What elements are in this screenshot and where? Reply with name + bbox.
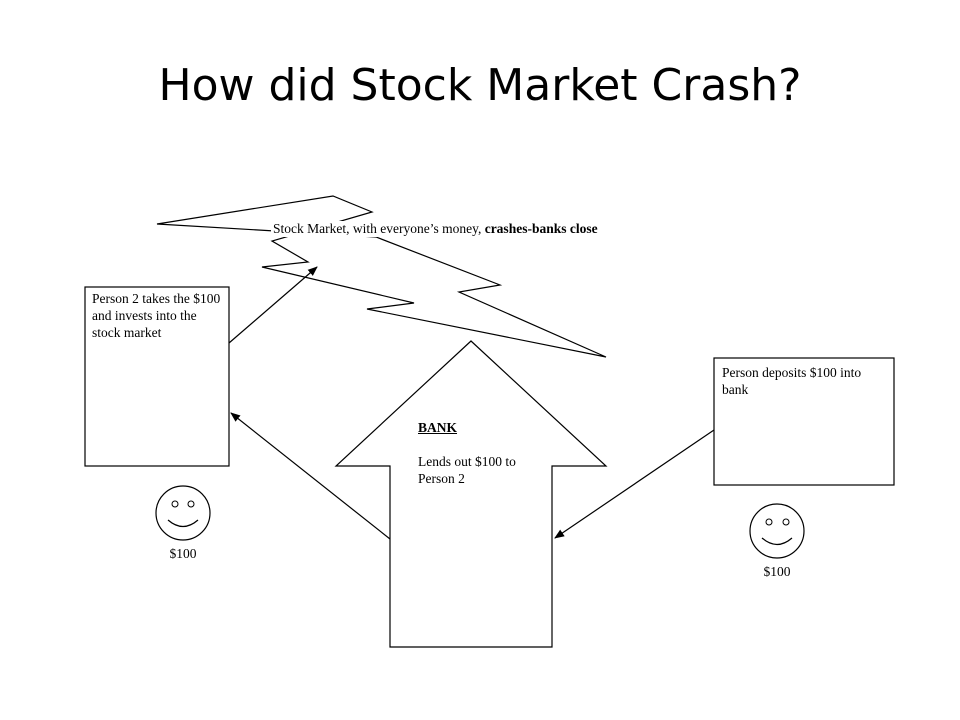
- arrow-person2-to-market: [228, 266, 318, 344]
- person2-box: [84, 286, 230, 467]
- stock-market-prefix: Stock Market, with everyone’s money,: [273, 221, 482, 236]
- stock-market-emphasis: crashes-banks close: [484, 221, 598, 236]
- smiley-face-left-icon: [155, 485, 211, 541]
- person1-description: Person deposits $100 into bank: [722, 365, 862, 397]
- arrow-bank-to-person2: [230, 412, 391, 540]
- lightning-bolt-shape: [156, 195, 607, 358]
- stock-market-label: Stock Market, with everyone’s money, cra…: [271, 221, 600, 237]
- person2-description: Person 2 takes the $100 and invests into…: [92, 291, 221, 340]
- arrow-person1-to-bank: [554, 429, 715, 539]
- bank-heading: BANK: [418, 420, 458, 435]
- person2-amount: $100: [169, 546, 197, 561]
- bank-shape: [334, 340, 608, 648]
- person1-amount: $100: [763, 564, 791, 579]
- smiley-face-right-icon: [749, 503, 805, 559]
- person1-box: [713, 357, 895, 486]
- page-title: How did Stock Market Crash?: [158, 60, 802, 111]
- bank-text: BANK Lends out $100 to Person 2: [418, 419, 543, 487]
- bank-description: Lends out $100 to Person 2: [418, 454, 516, 486]
